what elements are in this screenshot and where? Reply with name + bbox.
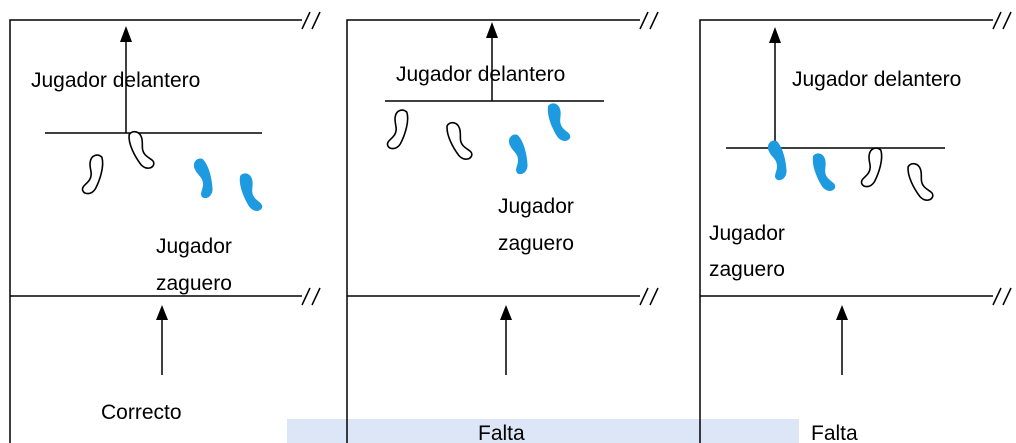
panel-1-front-player-foot — [124, 128, 156, 173]
panel-3 — [699, 11, 1012, 443]
panel-2-break-mark-mid — [639, 287, 659, 306]
panel-2-back-player-label-line1: Jugador — [498, 195, 574, 218]
panel-1-back-player-foot — [236, 171, 264, 214]
panel-1 — [9, 11, 321, 443]
panel-2-back-player-label-line2: zaguero — [498, 232, 574, 255]
panel-3-front-player-foot — [903, 160, 935, 205]
panel-2-front-player-foot — [385, 107, 412, 152]
panel-2-frame — [346, 19, 640, 443]
panel-1-back-player-foot — [191, 156, 216, 200]
panel-1-back-player-label-line2: zaguero — [156, 272, 232, 295]
panel-2-up-arrowhead — [486, 22, 498, 38]
panel-3-back-player-foot — [809, 151, 837, 194]
panel-3-bottom-arrowhead — [836, 305, 848, 320]
panel-2-verdict: Falta — [478, 422, 525, 443]
panel-2-bottom-arrowhead — [500, 305, 512, 320]
highlight-band — [287, 419, 799, 443]
panel-1-frame — [9, 19, 302, 443]
panel-1-break-mark-top — [301, 11, 321, 30]
panel-2-back-player-foot — [506, 132, 531, 176]
panel-3-break-mark-mid — [992, 287, 1012, 306]
panel-3-back-player-foot — [765, 138, 790, 182]
panel-1-front-player-foot — [80, 152, 107, 197]
panel-1-verdict: Correcto — [101, 401, 182, 424]
panel-3-frame — [699, 19, 993, 443]
panel-3-verdict: Falta — [811, 422, 858, 443]
panel-1-up-arrowhead — [120, 26, 132, 42]
panel-2 — [346, 11, 659, 443]
panel-1-break-mark-mid — [301, 287, 321, 306]
panel-2-break-mark-top — [639, 11, 659, 30]
panel-3-front-player-foot — [859, 145, 886, 190]
panel-3-break-mark-top — [992, 11, 1012, 30]
panel-3-back-player-label-line1: Jugador — [709, 222, 785, 245]
panel-2-front-player-label: Jugador delantero — [396, 63, 565, 86]
panel-1-bottom-arrowhead — [156, 305, 168, 320]
panel-3-back-player-label-line2: zaguero — [709, 258, 785, 281]
panel-1-front-player-label: Jugador delantero — [31, 69, 200, 92]
panel-3-front-player-label: Jugador delantero — [792, 68, 961, 91]
panel-3-up-arrowhead — [769, 27, 781, 43]
panel-2-front-player-foot — [442, 119, 474, 164]
panel-1-back-player-label-line1: Jugador — [156, 235, 232, 258]
panel-2-back-player-foot — [544, 101, 572, 144]
